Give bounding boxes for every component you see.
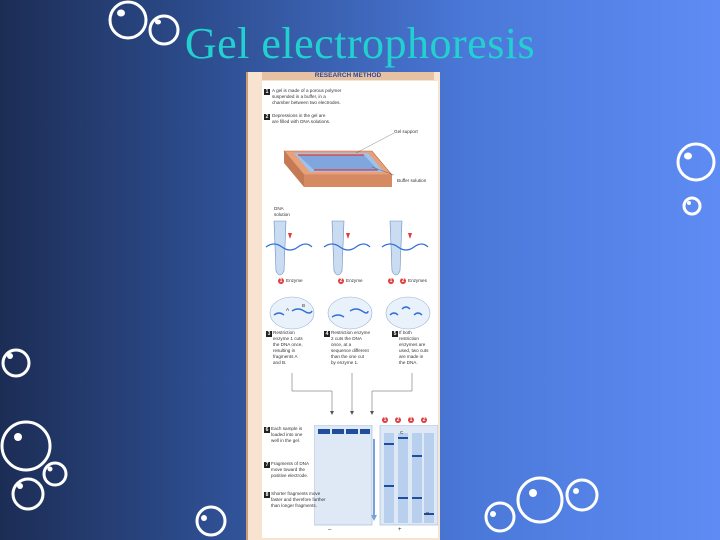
step-5-number: 5 xyxy=(392,331,398,337)
gel-fragment-d: D xyxy=(426,511,430,516)
step-2-text: Depressions in the gel are are filled wi… xyxy=(272,113,331,124)
gel-fragment-c: C xyxy=(400,430,404,435)
enzyme-2-badge: 2 xyxy=(338,278,344,284)
bubble xyxy=(195,505,227,537)
figure-header: RESEARCH METHOD xyxy=(262,72,434,80)
step-8-text: Shorter fragments move faster and theref… xyxy=(271,491,326,508)
buffer-solution-label: Buffer solution xyxy=(397,178,427,183)
fragment-b-label: B xyxy=(302,303,306,308)
gel-tray-illustration xyxy=(283,132,395,187)
enzyme-1-label: Enzyme xyxy=(286,278,303,283)
step-4-number: 4 xyxy=(324,331,330,337)
enzyme-3-badge-a: 1 xyxy=(388,278,394,284)
step-4-text: Restriction enzyme 2 cuts the DNA once, … xyxy=(331,330,371,365)
step-6-number: 6 xyxy=(264,427,270,433)
enzyme-1-badge: 1 xyxy=(278,278,284,284)
bubble xyxy=(42,461,68,487)
gel-support-label: Gel support xyxy=(394,129,418,134)
positive-electrode-symbol: + xyxy=(398,527,402,533)
bubble xyxy=(682,196,702,216)
step-7-number: 7 xyxy=(264,462,270,468)
enzyme-2-label: Enzyme xyxy=(346,278,363,283)
fragment-a-label: A xyxy=(286,307,290,312)
lane-4-badge: 2 xyxy=(421,417,427,423)
step-1-text: A gel is made of a porous polymer suspen… xyxy=(272,88,342,105)
lane-3-badge: 1 xyxy=(408,417,414,423)
gel-slab-illustration xyxy=(314,425,438,526)
bubble xyxy=(676,142,716,182)
bubble xyxy=(565,478,599,512)
enzyme-3-label: Enzymes xyxy=(408,278,427,283)
step-8-number: 8 xyxy=(264,492,270,498)
lane-1-badge: 1 xyxy=(382,417,388,423)
bubble xyxy=(1,348,31,378)
step-1-number: 1 xyxy=(264,89,270,95)
bubble xyxy=(0,420,52,472)
dna-solution-label: DNA solution xyxy=(274,206,290,217)
enzyme-3-badge-b: 2 xyxy=(400,278,406,284)
research-method-figure: RESEARCH METHOD 1 A gel is made of a por… xyxy=(246,72,440,540)
bubble xyxy=(11,477,45,511)
bubble xyxy=(516,476,564,524)
figure-panel: 1 A gel is made of a porous polymer susp… xyxy=(262,81,438,538)
step-5-text: If both restriction enzymes are used, tw… xyxy=(399,330,429,365)
step-6-text: Each sample is loaded into one well in t… xyxy=(271,426,303,443)
dna-tubes-illustration xyxy=(265,220,429,276)
step-3-text: Restriction enzyme 1 cuts the DNA once, … xyxy=(273,330,303,365)
bubble xyxy=(108,0,148,40)
step-2-number: 2 xyxy=(264,114,270,120)
bubble xyxy=(484,501,516,533)
slide-title: Gel electrophoresis xyxy=(184,19,536,68)
connector-lines xyxy=(291,373,413,415)
bubble xyxy=(148,14,180,46)
cut-dna-illustration xyxy=(269,296,431,330)
negative-electrode-symbol: – xyxy=(328,527,332,533)
step-7-text: Fragments of DNA move toward the positiv… xyxy=(271,461,310,478)
step-3-number: 3 xyxy=(266,331,272,337)
lane-2-badge: 2 xyxy=(395,417,401,423)
